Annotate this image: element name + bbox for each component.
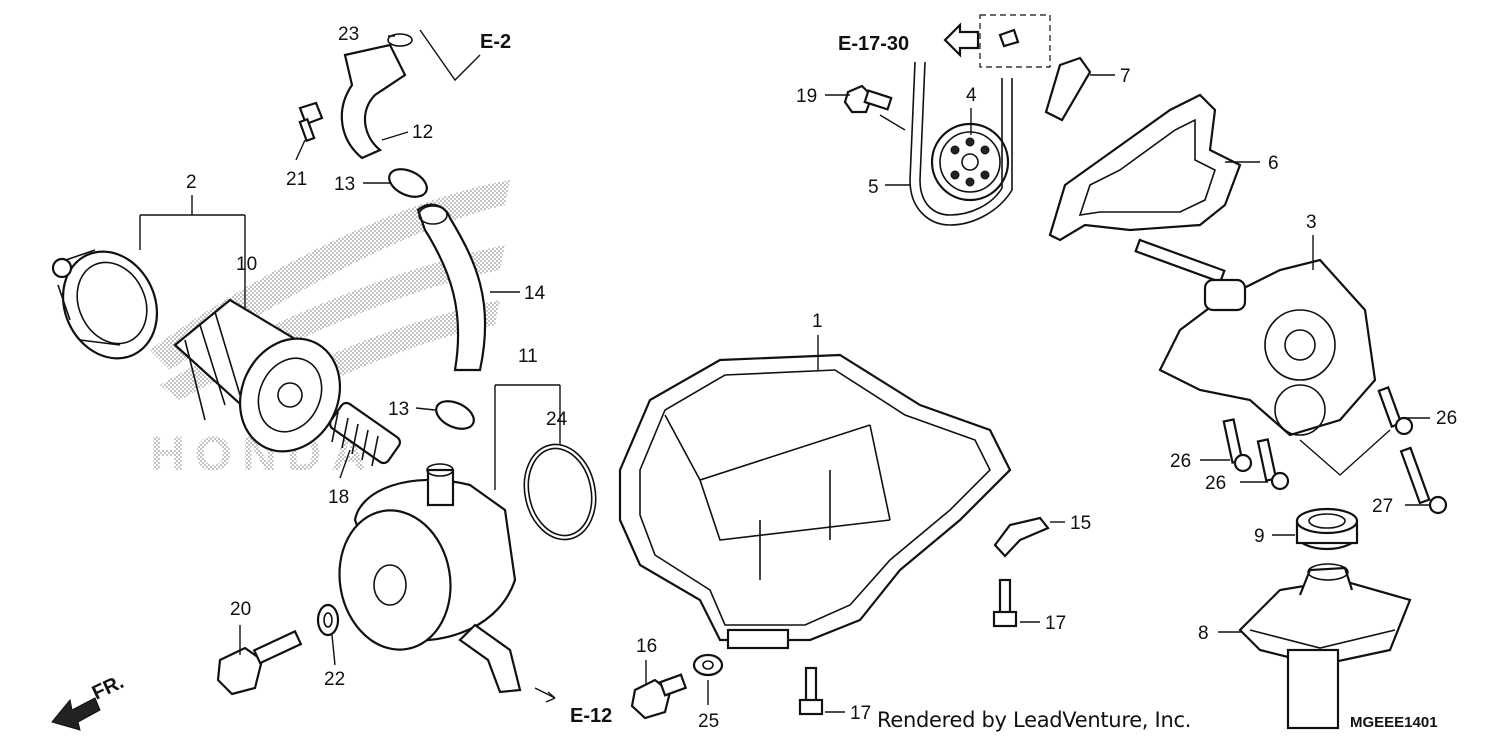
- callout-21: 21: [286, 169, 307, 190]
- part-2-oil-filter-wrench: [51, 249, 159, 360]
- callout-14: 14: [524, 283, 546, 304]
- part-5-oil-pump-chain: [909, 61, 1013, 226]
- callout-26-a: 26: [1170, 451, 1191, 472]
- callout-2: 2: [186, 172, 197, 193]
- callout-20: 20: [230, 599, 251, 620]
- ref-e-17-30: E-17-30: [838, 33, 909, 55]
- callout-15: 15: [1070, 513, 1091, 534]
- part-13-hose-clamp-lower: [435, 400, 475, 430]
- ref-e-2: E-2: [480, 31, 511, 53]
- callout-13-lower: 13: [388, 399, 409, 420]
- e-17-30-arrow: [943, 22, 980, 58]
- part-1-oil-pan: [618, 353, 1012, 650]
- part-18-oil-filter-bolt: [328, 401, 402, 467]
- callout-4: 4: [966, 85, 977, 106]
- callout-22: 22: [324, 669, 345, 690]
- part-20-bolt: [216, 629, 303, 696]
- callout-17-right: 17: [1045, 613, 1066, 634]
- callout-27: 27: [1372, 496, 1393, 517]
- callout-13-upper: 13: [334, 174, 355, 195]
- callout-26-c: 26: [1436, 408, 1457, 429]
- callout-6: 6: [1268, 153, 1279, 174]
- part-17-bolt-right: [992, 578, 1018, 628]
- part-14-oil-hose: [416, 203, 487, 372]
- part-6-gasket: [1048, 93, 1242, 242]
- part-25-washer: [692, 653, 724, 677]
- part-27-bolt: [1399, 446, 1448, 515]
- part-11-oil-cooler: [338, 463, 522, 694]
- part-16-drain-bolt: [630, 673, 688, 720]
- e-12-arrow: [545, 691, 556, 703]
- callout-1: 1: [812, 311, 823, 332]
- part-7-chain-guide: [979, 14, 1092, 122]
- ref-e-12: E-12: [570, 705, 612, 727]
- part-9-oil-seal: [1295, 507, 1359, 551]
- part-3-oil-pump: [1134, 238, 1377, 437]
- part-21-bolt: [298, 101, 324, 143]
- part-12-oil-pipe: [340, 33, 413, 160]
- part-15-bracket: [993, 516, 1050, 558]
- callout-17-bottom: 17: [850, 703, 871, 724]
- callout-8: 8: [1198, 623, 1209, 644]
- callout-25: 25: [698, 711, 719, 732]
- part-19-bolt: [843, 84, 893, 114]
- part-8-oil-strainer: [1238, 563, 1412, 730]
- part-26-bolt-b: [1256, 438, 1290, 491]
- part-10-oil-filter: [173, 298, 342, 453]
- part-24-o-ring: [523, 443, 597, 541]
- part-4-oil-pump-sprocket: [930, 122, 1010, 202]
- callout-26-b: 26: [1205, 473, 1226, 494]
- part-13-hose-clamp-upper: [388, 168, 428, 198]
- callout-24: 24: [546, 409, 568, 430]
- callout-3: 3: [1306, 212, 1317, 233]
- part-22-washer: [316, 603, 340, 637]
- callout-11: 11: [518, 346, 538, 367]
- drawing-code: MGEEE1401: [1350, 714, 1438, 731]
- callout-19: 19: [796, 86, 817, 107]
- callout-12: 12: [412, 122, 433, 143]
- callout-16: 16: [636, 636, 657, 657]
- callout-18: 18: [328, 487, 349, 508]
- callout-5: 5: [868, 177, 879, 198]
- callout-23: 23: [338, 24, 359, 45]
- callout-7: 7: [1120, 66, 1131, 87]
- callout-9: 9: [1254, 526, 1265, 547]
- credit-text: Rendered by LeadVenture, Inc.: [877, 708, 1192, 732]
- front-arrow: [51, 697, 101, 731]
- callout-10: 10: [236, 254, 257, 275]
- part-26-bolt-a: [1222, 418, 1253, 473]
- part-26-bolt-c: [1377, 386, 1414, 436]
- leader-lines: [139, 29, 1430, 713]
- part-17-bolt-bottom: [798, 666, 824, 716]
